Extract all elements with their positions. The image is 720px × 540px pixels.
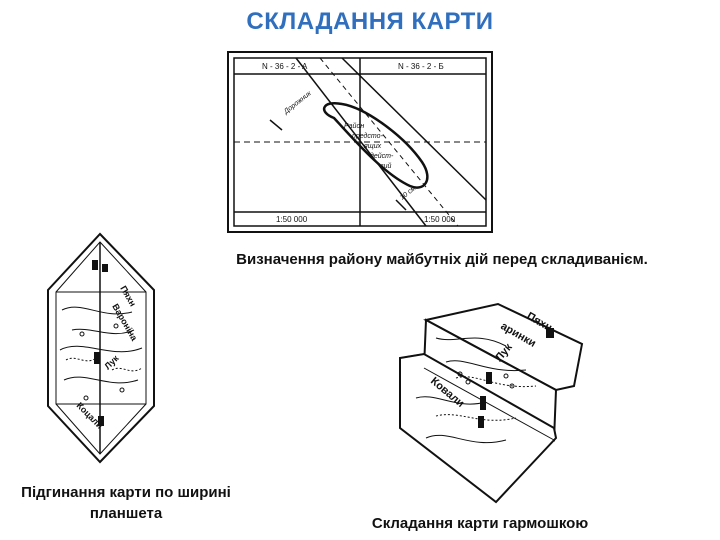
accordion-fold-caption: Складання карти гармошкою [371, 515, 589, 532]
scale-label-right: 1:50 000 [424, 215, 456, 224]
sheet-label-right: N - 36 - 2 - Б [398, 62, 444, 71]
svg-text:предсто-: предсто- [352, 132, 384, 140]
width-fold-figure: Пяхн Вароніна Лук Коцали [47, 232, 155, 464]
map-sheet-figure: N - 36 - 2 - A N - 36 - 2 - Б 1:50 000 1… [227, 51, 493, 233]
accordion-fold-figure: Пяхн аринки Лук Ковали [399, 302, 584, 504]
width-fold-caption: Підгинання карти по ширині планшета [21, 484, 231, 522]
scale-label-left: 1:50 000 [276, 215, 308, 224]
svg-text:ящих: ящих [363, 143, 382, 150]
svg-text:вий: вий [380, 162, 392, 170]
page-title: СКЛАДАННЯ КАРТИ [246, 8, 494, 35]
sheet-label-left: N - 36 - 2 - A [262, 62, 308, 71]
area-label: Район предсто- ящих дейст- вий [344, 122, 394, 170]
area-outline [322, 101, 429, 189]
area-caption: Визначення району майбутніх дій перед ск… [236, 251, 648, 268]
svg-text:Район: Район [344, 122, 364, 130]
svg-text:дейст-: дейст- [370, 152, 394, 160]
